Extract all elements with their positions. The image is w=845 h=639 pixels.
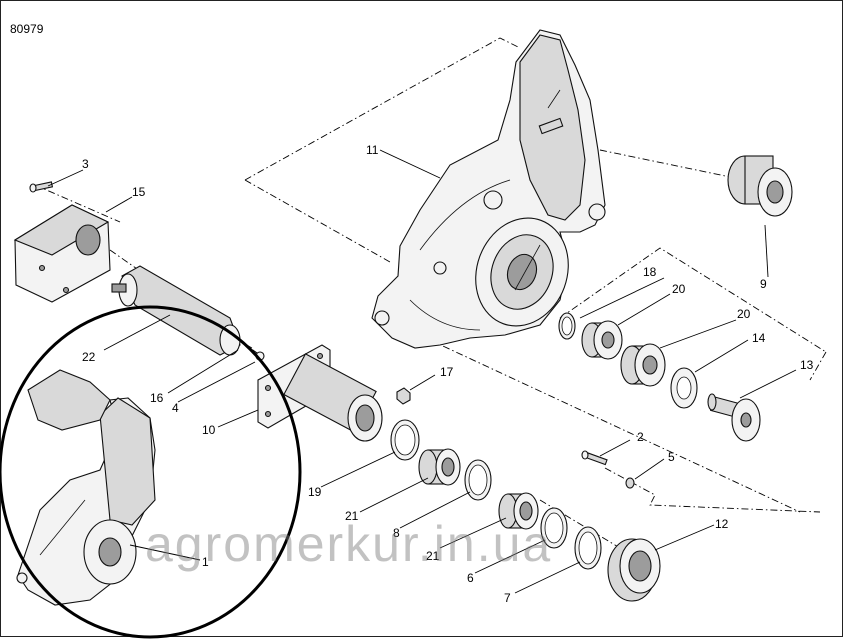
callout-20-top: 20 bbox=[672, 282, 686, 296]
callout-21-lower: 21 bbox=[426, 549, 440, 563]
callout-15: 15 bbox=[132, 185, 146, 199]
callout-8: 8 bbox=[393, 526, 400, 540]
callout-12: 12 bbox=[715, 517, 729, 531]
callout-11: 11 bbox=[366, 143, 379, 157]
retaining-ring bbox=[390, 419, 420, 461]
callout-2: 2 bbox=[637, 430, 644, 444]
bearings bbox=[581, 320, 666, 387]
assembly-lines bbox=[34, 37, 827, 549]
flange-adapter bbox=[257, 344, 383, 442]
callout-21-upper: 21 bbox=[345, 509, 359, 523]
callout-20-bottom: 20 bbox=[737, 307, 751, 321]
ring bbox=[464, 459, 492, 501]
watermark-text: agromerkur.in.ua bbox=[145, 516, 553, 572]
callout-10: 10 bbox=[202, 423, 216, 437]
callout-16: 16 bbox=[150, 391, 164, 405]
highlight-circle bbox=[0, 305, 302, 639]
sprocket-bearing bbox=[727, 155, 793, 217]
washer bbox=[670, 367, 698, 409]
callout-13: 13 bbox=[800, 358, 814, 372]
motor-cover bbox=[13, 204, 111, 303]
callout-5: 5 bbox=[668, 450, 675, 464]
callout-3: 3 bbox=[82, 157, 89, 171]
callout-4: 4 bbox=[172, 401, 179, 415]
gearbox-housing bbox=[371, 29, 606, 349]
screw bbox=[29, 181, 54, 193]
pinion-shaft bbox=[707, 393, 761, 442]
callout-18: 18 bbox=[643, 265, 657, 279]
leader-lines bbox=[47, 149, 797, 594]
nut bbox=[396, 387, 411, 405]
circlip bbox=[558, 312, 576, 340]
seal-cover bbox=[607, 538, 661, 602]
assembled-drive-unit bbox=[16, 369, 156, 606]
callout-6: 6 bbox=[467, 571, 474, 585]
callout-9: 9 bbox=[760, 277, 767, 291]
bushings bbox=[418, 448, 539, 530]
callout-22: 22 bbox=[82, 350, 96, 364]
callout-14: 14 bbox=[752, 331, 766, 345]
drawing-number: 80979 bbox=[10, 22, 44, 36]
callout-numbers: 3 15 11 9 18 20 20 14 13 17 22 16 4 10 1… bbox=[82, 143, 814, 605]
callout-17: 17 bbox=[440, 365, 454, 379]
callout-19: 19 bbox=[308, 485, 322, 499]
callout-7: 7 bbox=[504, 591, 511, 605]
seal-rings bbox=[540, 507, 602, 570]
callout-1: 1 bbox=[202, 555, 209, 569]
bolt bbox=[581, 450, 635, 489]
